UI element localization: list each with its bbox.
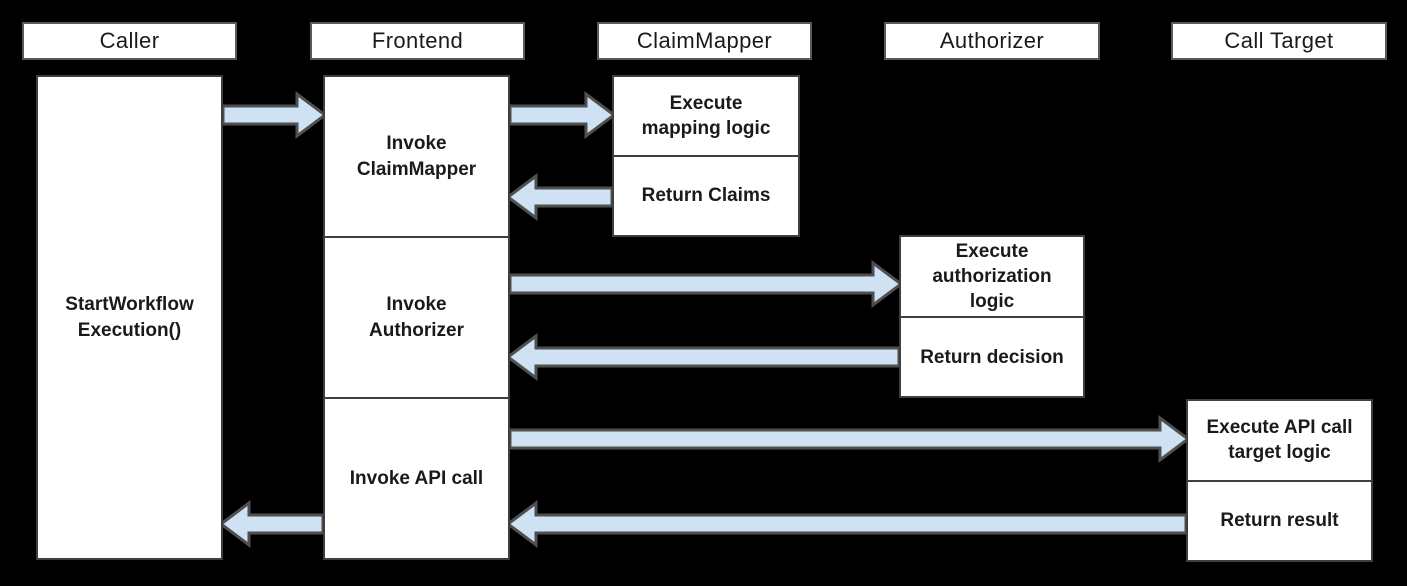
claimmapper-step-return: Return Claims [614, 155, 798, 235]
frontend-step-label: Invoke API call [349, 467, 484, 489]
calltarget-step-return: Return result [1188, 479, 1371, 561]
authorizer-step-return: Return decision [901, 316, 1083, 396]
frontend-step-invoke-authorizer: Invoke Authorizer [325, 236, 508, 397]
frontend-step-invoke-api-call: Invoke API call [325, 397, 508, 558]
authorizer-step-label: Return decision [920, 346, 1064, 368]
authorizer-step-execute: Execute authorization logic [901, 237, 1083, 316]
arrow-claimmapper-return-to-frontend [505, 173, 614, 221]
calltarget-activation-box: Execute API call target logic Return res… [1186, 399, 1373, 562]
calltarget-step-label: Return result [1220, 510, 1339, 532]
lifeline-header-authorizer: Authorizer [884, 22, 1100, 60]
arrow-frontend-return-to-caller [218, 500, 325, 548]
arrow-calltarget-return-to-frontend [505, 500, 1188, 548]
arrow-frontend-to-calltarget [508, 415, 1191, 463]
arrow-authorizer-return-to-frontend [505, 333, 901, 381]
frontend-step-label: Invoke Authorizer [369, 294, 464, 341]
arrow-frontend-to-authorizer [508, 260, 904, 308]
arrow-frontend-to-claimmapper [508, 91, 617, 139]
caller-activation-label: StartWorkflow Execution() [65, 294, 194, 341]
calltarget-step-label: Execute API call target logic [1206, 417, 1353, 464]
frontend-step-label: Invoke ClaimMapper [356, 133, 477, 180]
lifeline-header-frontend: Frontend [310, 22, 525, 60]
claimmapper-step-execute: Execute mapping logic [614, 77, 798, 155]
claimmapper-step-label: Return Claims [641, 185, 771, 207]
caller-activation-box: StartWorkflow Execution() [36, 75, 223, 560]
claimmapper-step-label: Execute mapping logic [641, 92, 771, 139]
claimmapper-activation-box: Execute mapping logic Return Claims [612, 75, 800, 237]
caller-activation-cell: StartWorkflow Execution() [38, 77, 221, 558]
authorizer-activation-box: Execute authorization logic Return decis… [899, 235, 1085, 398]
authorizer-step-label: Execute authorization logic [932, 241, 1052, 313]
frontend-activation-box: Invoke ClaimMapper Invoke Authorizer Inv… [323, 75, 510, 560]
lifeline-header-caller: Caller [22, 22, 237, 60]
calltarget-step-execute: Execute API call target logic [1188, 401, 1371, 480]
lifeline-header-calltarget: Call Target [1171, 22, 1387, 60]
arrow-caller-to-frontend [221, 91, 328, 139]
frontend-step-invoke-claimmapper: Invoke ClaimMapper [325, 77, 508, 236]
lifeline-header-claimmapper: ClaimMapper [597, 22, 812, 60]
